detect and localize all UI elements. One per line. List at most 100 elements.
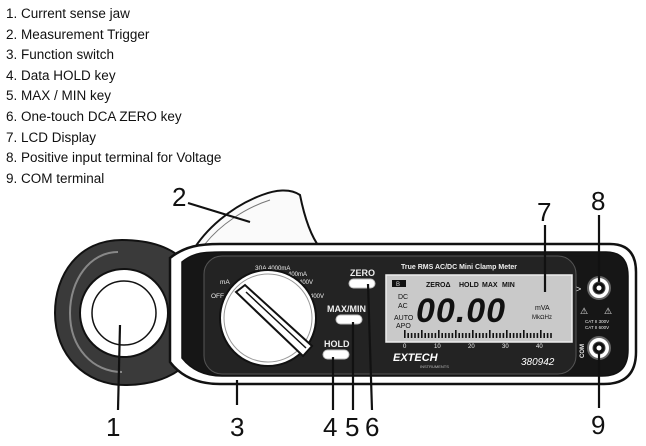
bargraph-segment [499,333,501,338]
bargraph-segment [533,333,535,338]
callout-7: 7 [537,197,551,227]
svg-text:mVA: mVA [535,305,550,312]
legend-item: 8. Positive input terminal for Voltage [6,150,222,166]
callout-3: 3 [230,412,244,442]
legend-item: 5. MAX / MIN key [6,88,112,104]
svg-text:40: 40 [536,344,543,350]
svg-text:HOLD: HOLD [459,282,479,289]
leader-lines [116,201,601,411]
bargraph-segment [523,330,525,338]
bargraph-segment [543,333,545,338]
dial-label-400v: 400V [299,280,313,286]
legend-item: 6. One-touch DCA ZERO key [6,108,182,124]
bargraph-segment [421,330,423,338]
bargraph-segment [502,333,505,338]
bargraph-segment [404,330,406,338]
current-sense-jaw [53,238,191,387]
bargraph-segment [431,333,433,338]
warning-icon-2: ⚠ [604,306,612,316]
legend-list: 1. Current sense jaw 2. Measurement Trig… [6,4,221,189]
svg-text:MIN: MIN [502,282,515,289]
bargraph-segment [492,333,494,338]
bargraph-segment [424,333,426,338]
bargraph-segment [485,333,488,338]
brand-logo: EXTECH [393,352,439,364]
lcd-bargraph [404,330,552,338]
bargraph-segment [468,333,471,338]
hold-button-label: HOLD [324,339,350,349]
measurement-trigger [190,189,322,254]
legend-item: 3. Function switch [6,47,115,63]
callout-2: 2 [172,182,186,212]
dial-label-off: OFF [211,293,224,300]
bargraph-segment [495,333,498,338]
bargraph-segment [472,330,474,338]
bargraph-segment [516,333,518,338]
callout-1: 1 [106,412,120,442]
battery-icon [392,280,406,287]
bargraph-segment [489,330,491,338]
bargraph-segment [455,330,457,338]
svg-text:AC: AC [398,303,408,310]
dial-label-30a: 30A [255,265,267,272]
callout-9: 9 [591,410,605,440]
zero-button-label: ZERO [350,268,375,278]
dial-label-400ma: 400mA [288,272,307,278]
bargraph-segment [417,333,420,338]
bargraph-segment [414,333,416,338]
bargraph-segment [512,333,515,338]
lcd-display: B ZEROΔ HOLD MAX MIN DC AC AUTO APO 00.0… [385,274,573,350]
dial-label-400v-b: 400V [310,294,324,300]
svg-text:B: B [396,282,400,288]
bargraph-segment [550,333,552,338]
bargraph-segment [536,333,539,338]
svg-text:ZEROΔ: ZEROΔ [426,282,450,289]
bargraph-segment [448,333,450,338]
bargraph-segment [478,333,481,338]
zero-button[interactable] [348,278,376,289]
bargraph-segment [461,333,464,338]
bargraph-segment [427,333,430,338]
bargraph-segment [546,333,549,338]
function-switch-dial[interactable] [219,269,317,367]
warning-icon-1: ⚠ [580,306,588,316]
maxmin-button-label: MAX/MIN [327,304,366,314]
hold-button[interactable] [322,349,350,360]
bargraph-segment [438,330,440,338]
panel-title: True RMS AC/DC Mini Clamp Meter [401,264,517,271]
dial-label-ma: mA [220,279,230,286]
legend-item: 1. Current sense jaw [6,6,130,21]
bargraph-segment [540,330,542,338]
callout-6: 6 [365,412,379,442]
bargraph-segment [529,333,532,338]
bargraph-segment [465,333,467,338]
callout-5: 5 [345,412,359,442]
svg-text:10: 10 [434,344,441,350]
bargraph-segment [475,333,477,338]
bargraph-segment [410,333,413,338]
com-terminal-label: COM [580,344,586,358]
input-arrow: > [576,284,581,294]
maxmin-button[interactable] [335,314,363,325]
bargraph-segment [407,333,409,338]
legend-item: 4. Data HOLD key [6,67,116,83]
svg-text:DC: DC [398,294,408,301]
legend-item: 9. COM terminal [6,170,105,186]
svg-text:20: 20 [468,344,475,350]
bargraph-segment [458,333,460,338]
bargraph-segment [509,333,511,338]
bargraph-segment [434,333,437,338]
svg-text:AUTO: AUTO [394,315,414,322]
svg-text:MkΩHz: MkΩHz [532,315,552,321]
bargraph-segment [506,330,508,338]
positive-terminal[interactable] [587,276,611,300]
svg-text:MAX: MAX [482,282,498,289]
bargraph-segment [441,333,443,338]
bargraph-segment [451,333,454,338]
lcd-digits: 00.00 [416,292,506,330]
cat-rating-1: CAT II 300V [585,319,609,324]
model-number: 380942 [521,357,555,368]
bargraph-segment [444,333,447,338]
callout-8: 8 [591,186,605,216]
